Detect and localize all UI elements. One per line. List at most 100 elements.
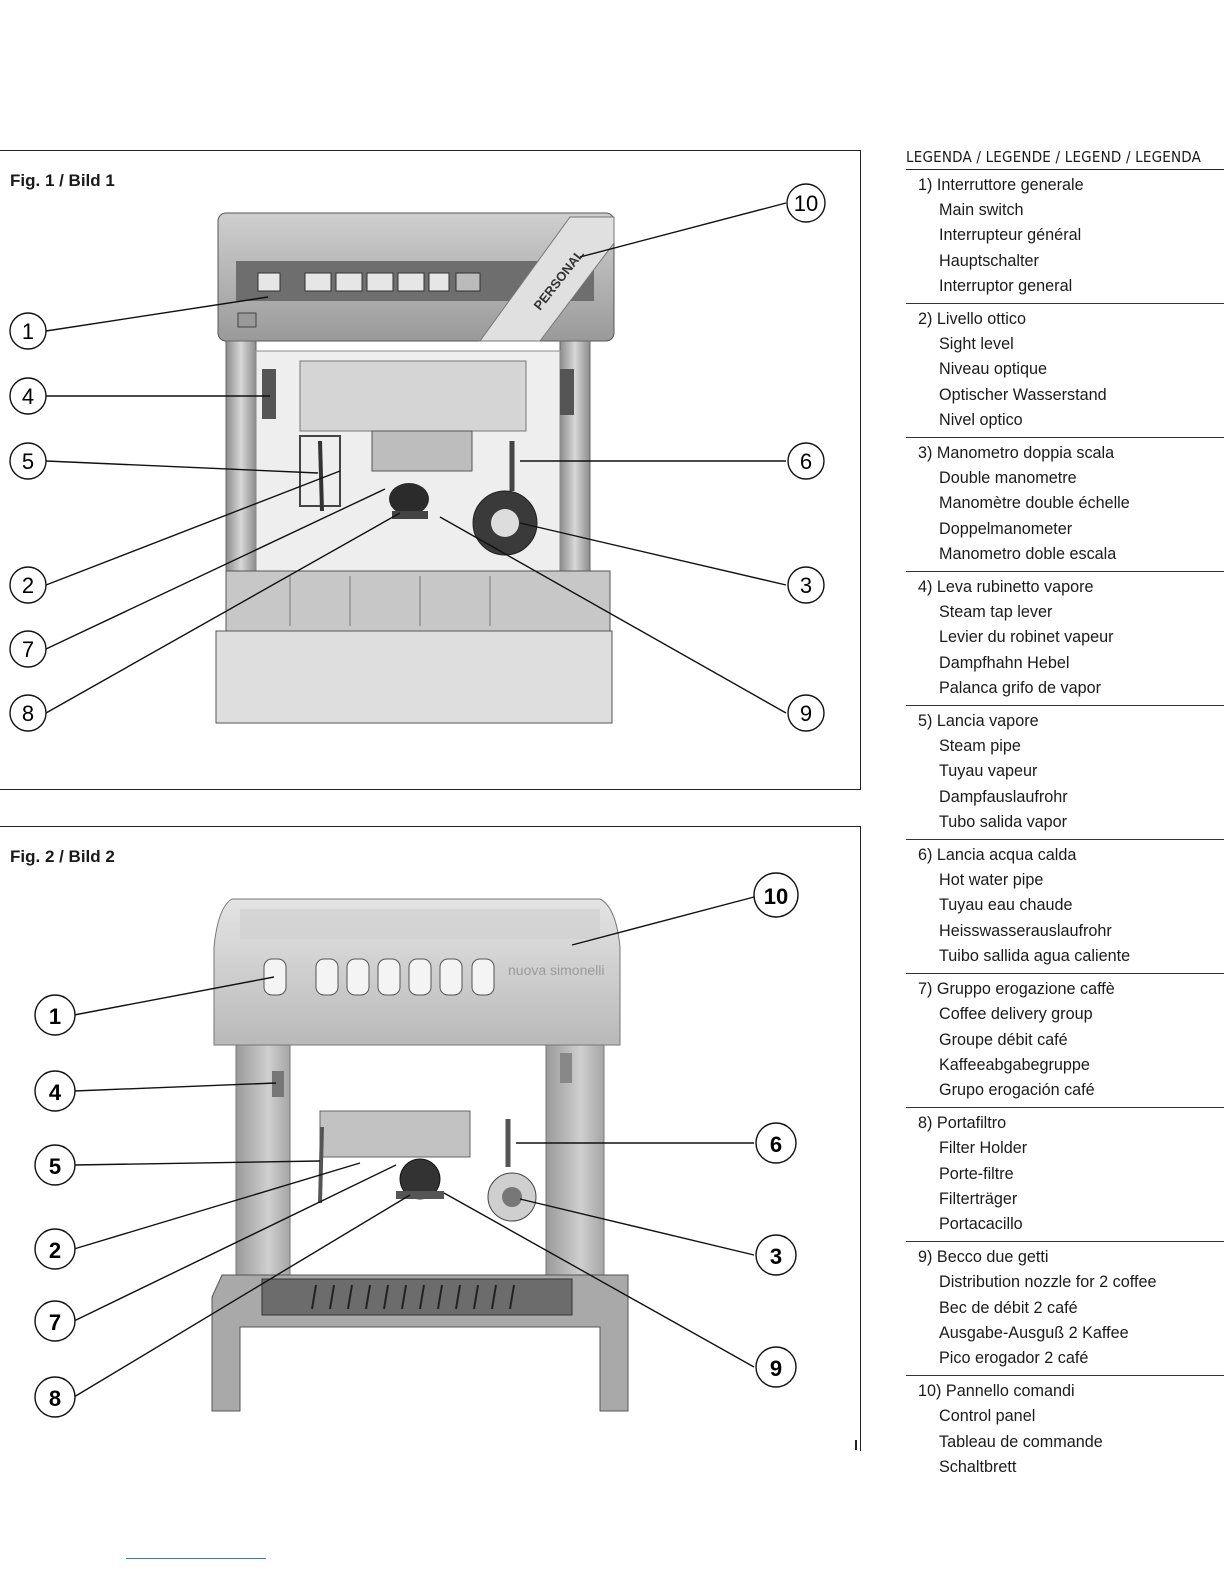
legend-entry-translation: Control panel <box>939 1407 1036 1426</box>
fig2-callouts: 1 4 5 2 7 8 10 6 3 9 <box>34 872 799 1418</box>
svg-text:9: 9 <box>770 1356 782 1381</box>
svg-text:8: 8 <box>49 1386 61 1411</box>
svg-text:3: 3 <box>770 1244 782 1269</box>
fig1-logo <box>237 312 257 328</box>
fig2-button-row <box>263 958 495 996</box>
legend: LEGENDA / LEGENDE / LEGEND / LEGENDA 1) … <box>906 148 1224 1484</box>
legend-entry-translation: Steam pipe <box>939 737 1021 756</box>
fig1-callout-8: 8 <box>9 694 47 732</box>
legend-entry-translation: Tuyau vapeur <box>939 762 1038 781</box>
legend-divider-line <box>855 1440 857 1450</box>
legend-entry-heading: 8) Portafiltro <box>918 1114 1007 1133</box>
svg-text:8: 8 <box>22 701 34 726</box>
fig2-callout-8: 8 <box>34 1376 76 1418</box>
fig2-leader-lines <box>73 896 755 1398</box>
svg-text:10: 10 <box>764 884 788 909</box>
legend-entry-translation: Ausgabe-Ausguß 2 Kaffee <box>939 1323 1129 1342</box>
fig1-callout-9: 9 <box>787 694 825 732</box>
fig2-callout-10: 10 <box>753 872 799 918</box>
fig2-brand: nuova simonelli <box>508 962 605 978</box>
legend-entry-heading: 1) Interruttore generale <box>918 176 1084 194</box>
legend-entry-translation: Coffee delivery group <box>939 1005 1093 1024</box>
fig1-callouts: 1 4 5 2 7 8 10 6 3 9 <box>9 183 826 732</box>
legend-entry-heading: 3) Manometro doppia scala <box>918 444 1115 463</box>
legend-entry-translation: Pico erogador 2 café <box>939 1348 1089 1367</box>
fig1-button-row <box>257 272 481 292</box>
figure-1-title: Fig. 1 / Bild 1 <box>10 171 115 190</box>
figure-2-machine-illustration: nuova simonelli <box>34 872 799 1418</box>
svg-text:6: 6 <box>770 1132 782 1157</box>
legend-entry-heading: 10) Pannello comandi <box>918 1382 1075 1401</box>
legend-entry-translation: Heisswasserauslaufrohr <box>939 921 1112 940</box>
fig2-callout-9: 9 <box>755 1346 797 1388</box>
svg-text:3: 3 <box>800 573 812 598</box>
fig1-callout-5: 5 <box>9 442 47 480</box>
svg-text:1: 1 <box>22 319 34 344</box>
figure-2: Fig. 2 / Bild 2 nuova simonelli <box>0 826 861 1451</box>
svg-text:7: 7 <box>49 1310 61 1335</box>
fig1-callout-2: 2 <box>9 566 47 604</box>
fig1-steam-tap-lever <box>262 369 276 419</box>
fig2-steam-tap-lever <box>272 1071 284 1097</box>
legend-entry-translation: Optischer Wasserstand <box>939 385 1107 404</box>
svg-text:6: 6 <box>800 449 812 474</box>
fig2-callout-4: 4 <box>34 1070 76 1112</box>
legend-entry-translation: Palanca grifo de vapor <box>939 678 1101 697</box>
svg-text:1: 1 <box>49 1004 61 1029</box>
figure-1-machine-illustration: PERSONAL <box>9 183 826 732</box>
legend-entry-heading: 2) Livello ottico <box>918 310 1026 329</box>
svg-text:4: 4 <box>49 1080 62 1105</box>
legend-entry-translation: Tuibo sallida agua caliente <box>939 946 1131 965</box>
legend-entry-translation: Grupo erogación café <box>939 1080 1095 1099</box>
fig2-callout-2: 2 <box>34 1228 76 1270</box>
legend-entry-translation: Groupe débit café <box>939 1030 1068 1049</box>
legend-entry-heading: 7) Gruppo erogazione caffè <box>918 980 1115 999</box>
fig2-callout-1: 1 <box>34 994 76 1036</box>
legend-entry-translation: Filter Holder <box>939 1139 1028 1158</box>
fig2-callout-3: 3 <box>755 1234 797 1276</box>
fig1-callout-1: 1 <box>9 312 47 350</box>
legend-entry-heading: 6) Lancia acqua calda <box>918 846 1077 865</box>
legend-entry-translation: Bec de débit 2 café <box>939 1298 1078 1317</box>
legend-entry-translation: Main switch <box>939 201 1024 220</box>
legend-entry-translation: Interruptor general <box>939 276 1073 295</box>
legend-entry-translation: Filterträger <box>939 1189 1018 1208</box>
legend-entry-translation: Hauptschalter <box>939 251 1039 270</box>
fig1-leader-lines <box>45 202 787 714</box>
legend-entry-translation: Dampfhahn Hebel <box>939 653 1070 672</box>
legend-entry-translation: Sight level <box>939 335 1014 354</box>
svg-text:7: 7 <box>22 637 34 662</box>
legend-entry-translation: Portacacillo <box>939 1214 1023 1233</box>
figure-1: Fig. 1 / Bild 1 PERSONAL <box>0 150 861 790</box>
svg-text:5: 5 <box>22 449 34 474</box>
fig1-portafilter <box>389 483 429 515</box>
svg-text:10: 10 <box>794 191 818 216</box>
legend-entry-translation: Niveau optique <box>939 360 1047 379</box>
fig1-callout-10: 10 <box>786 183 826 223</box>
legend-entry-translation: Kaffeeabgabegruppe <box>939 1055 1090 1074</box>
fig1-callout-7: 7 <box>9 630 47 668</box>
legend-entry-translation: Tableau de commande <box>939 1432 1103 1451</box>
legend-title: LEGENDA / LEGENDE / LEGEND / LEGENDA <box>906 148 1224 170</box>
svg-text:4: 4 <box>22 384 34 409</box>
svg-text:2: 2 <box>22 573 34 598</box>
legend-entry-translation: Double manometre <box>939 469 1077 488</box>
fig1-callout-4: 4 <box>9 377 47 415</box>
legend-entry-translation: Distribution nozzle for 2 coffee <box>939 1273 1157 1292</box>
fig2-callout-6: 6 <box>755 1122 797 1164</box>
legend-entry-translation: Levier du robinet vapeur <box>939 628 1114 647</box>
legend-entry-translation: Porte-filtre <box>939 1164 1014 1183</box>
legend-entry-translation: Tubo salida vapor <box>939 812 1068 831</box>
figure-2-title: Fig. 2 / Bild 2 <box>10 847 115 866</box>
legend-entry-heading: 9) Becco due getti <box>918 1248 1049 1267</box>
legend-entry-heading: 4) Leva rubinetto vapore <box>918 578 1094 597</box>
